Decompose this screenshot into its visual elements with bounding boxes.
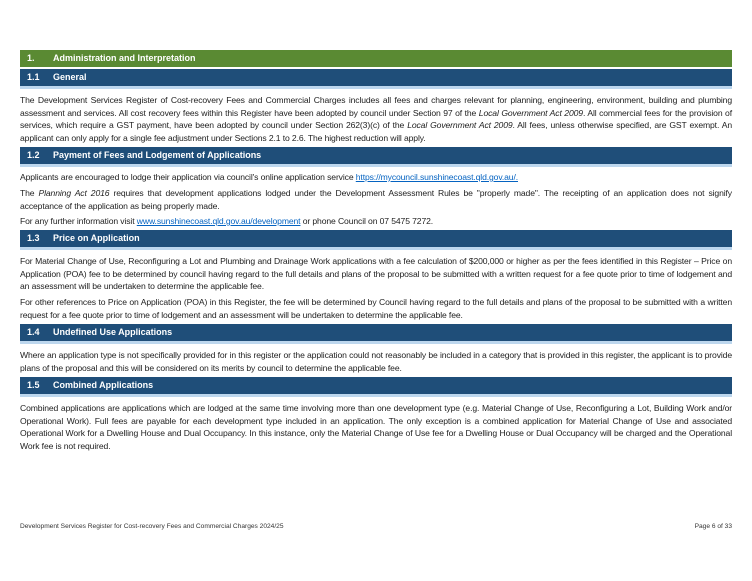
section-1-2-heading: 1.2 Payment of Fees and Lodgement of Appl… bbox=[20, 147, 732, 167]
text: For any further information visit bbox=[20, 216, 137, 226]
section-1-5-heading: 1.5 Combined Applications bbox=[20, 377, 732, 397]
lodgement-paragraph: Applicants are encouraged to lodge their… bbox=[20, 171, 732, 184]
undefined-use-paragraph: Where an application type is not specifi… bbox=[20, 350, 732, 373]
section-1-1-heading: 1.1 General bbox=[20, 69, 732, 89]
text: or phone Council on 07 5475 7272. bbox=[300, 216, 434, 226]
text: . All fees, unless otherwise specified, … bbox=[20, 120, 732, 143]
combined-applications-paragraph: Combined applications are applications w… bbox=[20, 403, 732, 451]
section-title: Undefined Use Applications bbox=[53, 327, 173, 337]
section-number: 1.3 bbox=[27, 233, 40, 243]
section-number: 1.2 bbox=[27, 150, 40, 160]
act-name: Local Government Act 2009 bbox=[407, 120, 513, 131]
general-paragraph: The Development Services Register of Cos… bbox=[20, 94, 732, 144]
mycouncil-link[interactable]: https://mycouncil.sunshinecoast.qld.gov.… bbox=[355, 172, 518, 182]
text: requires that development applications l… bbox=[20, 188, 732, 211]
section-number: 1. bbox=[27, 53, 35, 63]
section-title: Combined Applications bbox=[53, 380, 154, 390]
act-name: Planning Act 2016 bbox=[38, 188, 110, 198]
text: . All commercial fees for the provision … bbox=[20, 107, 732, 131]
section-title: Administration and Interpretation bbox=[53, 53, 196, 63]
text: Applicants are encouraged to lodge their… bbox=[20, 172, 356, 182]
poa-paragraph-2: For other references to Price on Applica… bbox=[20, 297, 732, 320]
section-number: 1.1 bbox=[27, 72, 40, 82]
section-title: Payment of Fees and Lodgement of Applica… bbox=[53, 150, 262, 160]
text: The bbox=[20, 188, 39, 198]
development-link[interactable]: www.sunshinecoast.qld.gov.au/development bbox=[136, 216, 301, 226]
section-title: General bbox=[53, 72, 87, 82]
page-number: Page 6 of 33 bbox=[694, 523, 732, 530]
section-title: Price on Application bbox=[53, 233, 140, 243]
planning-act-paragraph: The Planning Act 2016 requires that deve… bbox=[20, 187, 732, 212]
section-1-3-heading: 1.3 Price on Application bbox=[20, 230, 732, 250]
section-number: 1.5 bbox=[27, 380, 40, 390]
section-1-heading: 1. Administration and Interpretation bbox=[20, 50, 732, 67]
further-info-paragraph: For any further information visit www.su… bbox=[20, 215, 732, 228]
footer-title: Development Services Register for Cost-r… bbox=[20, 523, 284, 530]
poa-paragraph-1: For Material Change of Use, Reconfigurin… bbox=[20, 256, 732, 292]
act-name: Local Government Act 2009 bbox=[478, 107, 583, 118]
section-1-4-heading: 1.4 Undefined Use Applications bbox=[20, 324, 732, 344]
section-number: 1.4 bbox=[27, 327, 40, 337]
text: The Development Services Register of Cos… bbox=[20, 95, 732, 118]
